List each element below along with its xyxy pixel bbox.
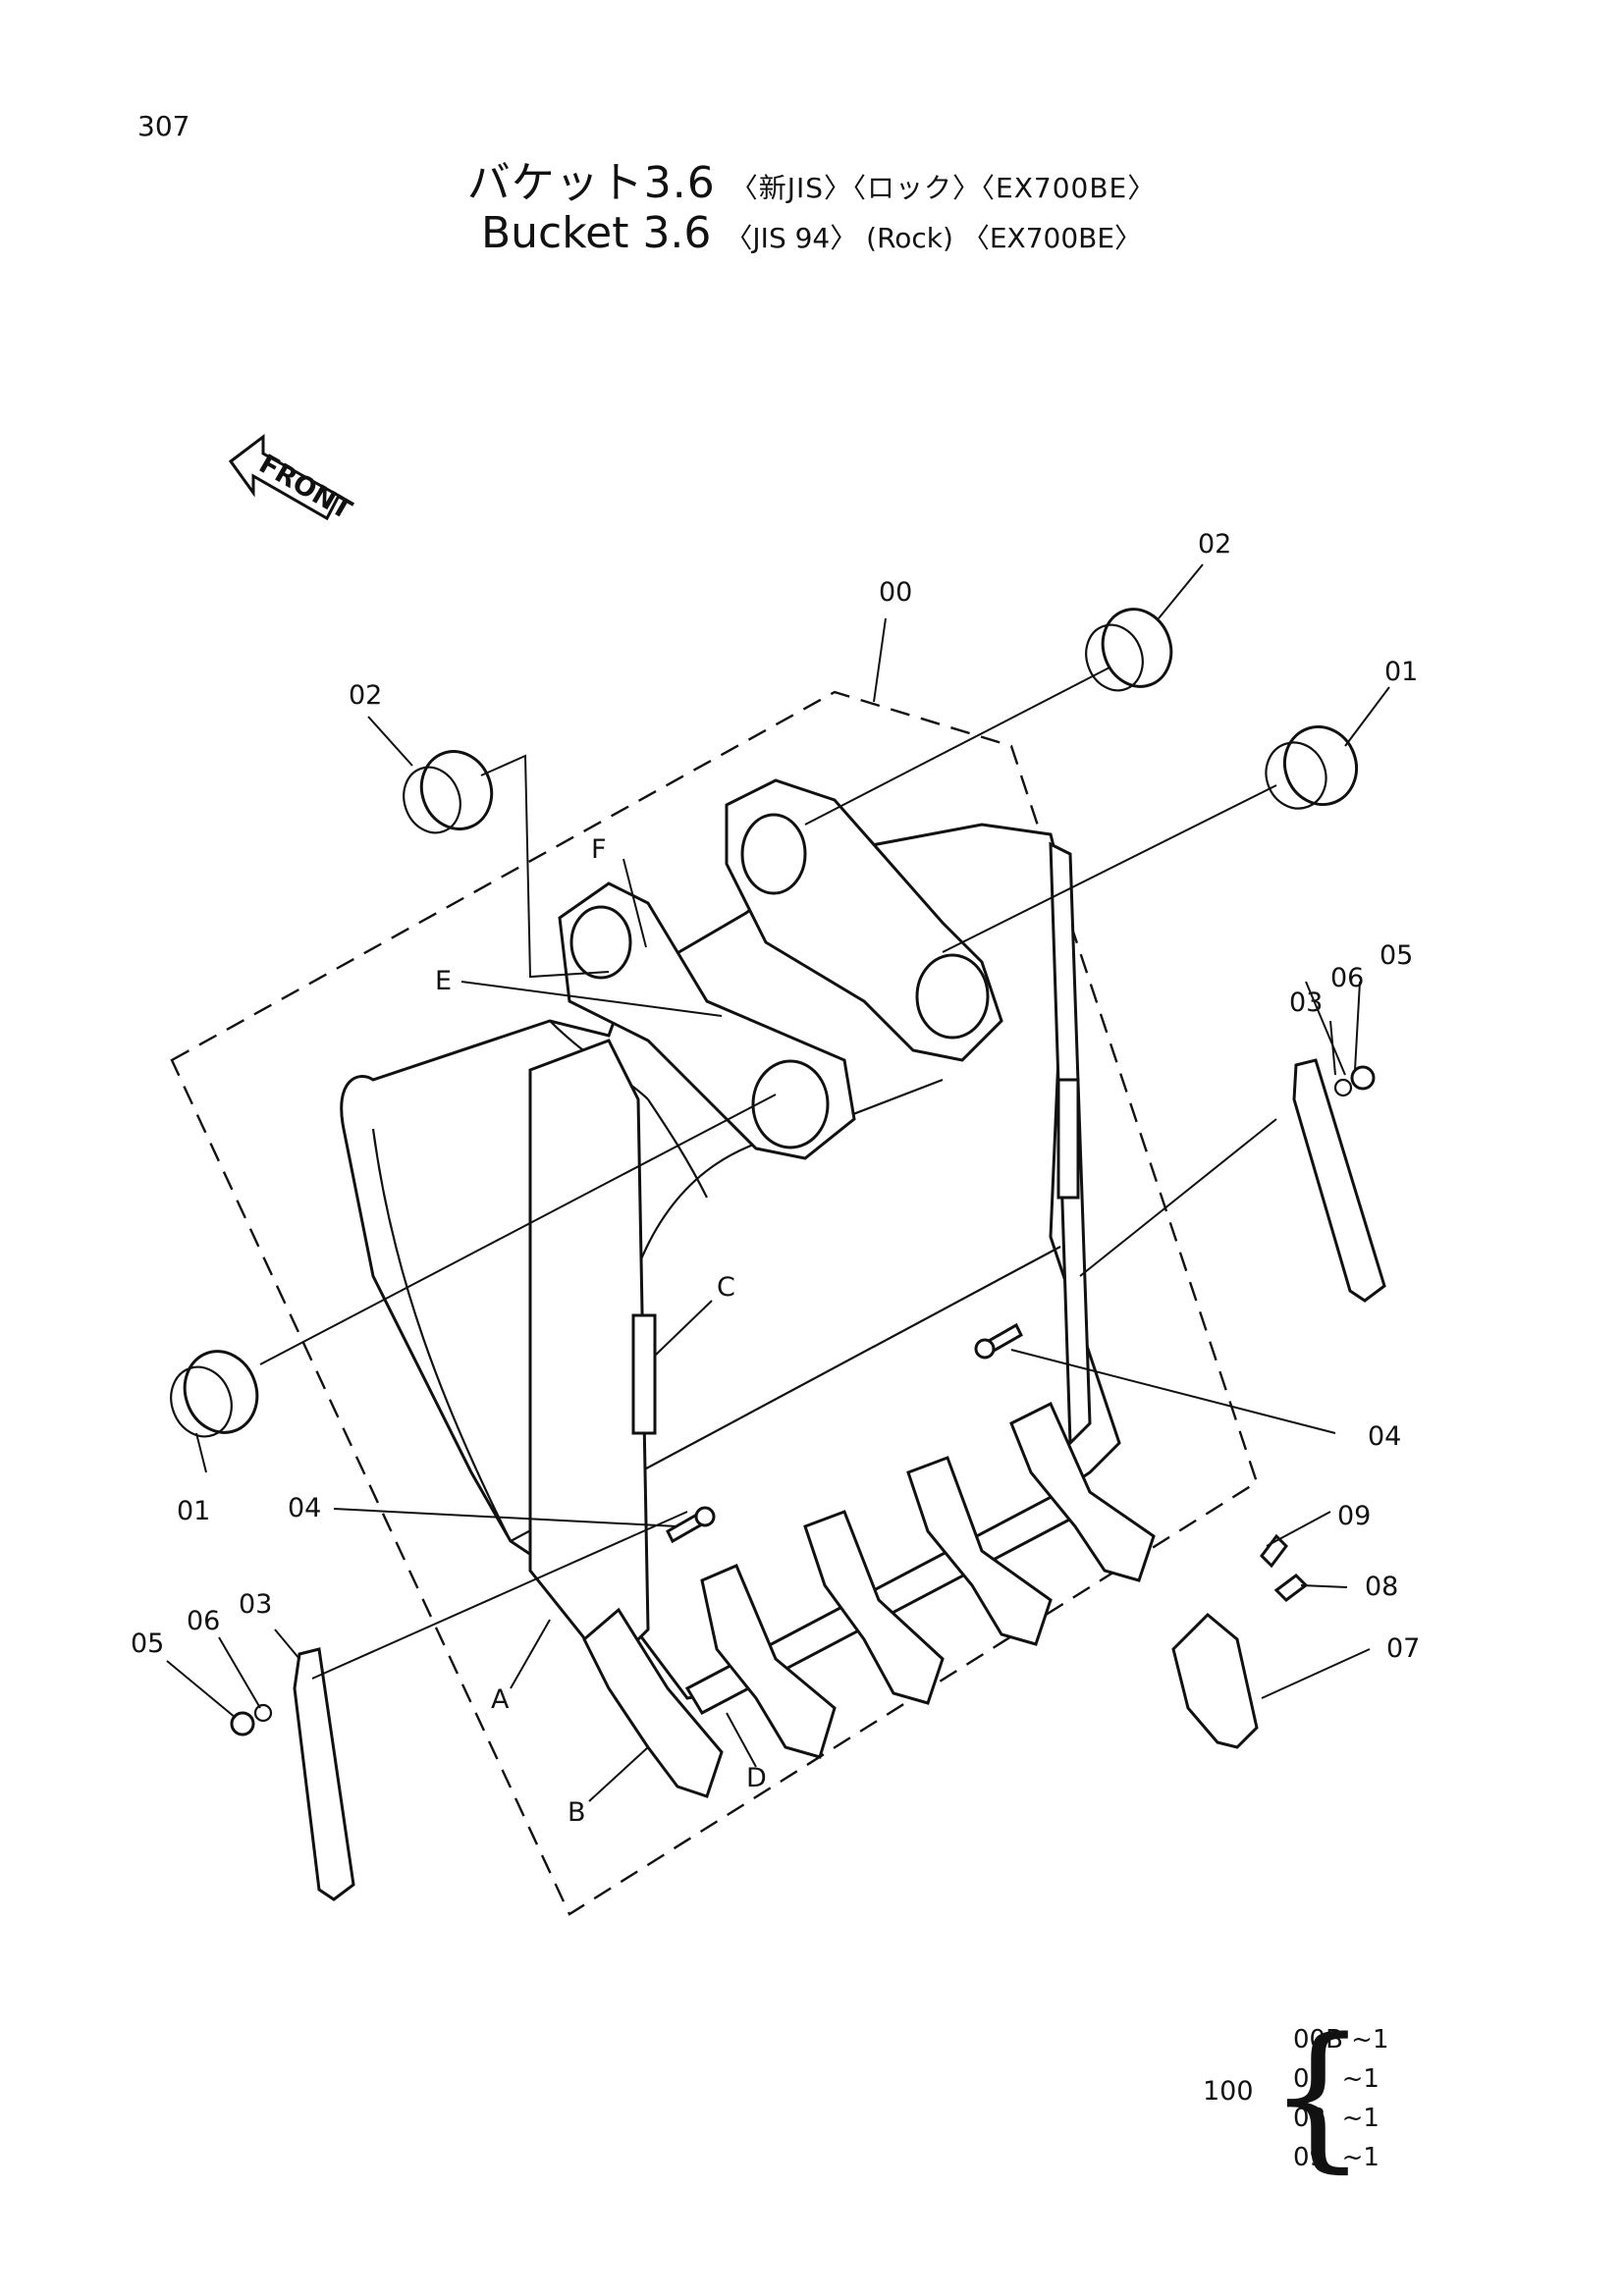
- front-arrow-label: FRONT: [254, 449, 357, 526]
- callout-F: F: [591, 834, 607, 865]
- pin-08: [1273, 1574, 1309, 1602]
- title-english: Bucket 3.6 〈JIS 94〉 (Rock) 〈EX700BE〉: [0, 208, 1623, 258]
- side-cutter-right: [1292, 1058, 1386, 1303]
- assembly-boundary: [170, 690, 1259, 1916]
- lock-09: [1260, 1533, 1288, 1569]
- page-number: 307: [137, 110, 190, 142]
- kit-item: 08 ~1: [1293, 2104, 1380, 2133]
- bolt-04-right: [974, 1322, 1023, 1360]
- nut-05-right: [1350, 1065, 1376, 1091]
- kit-item: 07 ~1: [1293, 2064, 1380, 2094]
- kit-item: 09 ~1: [1293, 2143, 1380, 2172]
- washer-06-right: [1333, 1078, 1353, 1097]
- callout-B: B: [568, 1797, 586, 1828]
- callout-07: 07: [1386, 1633, 1420, 1664]
- kit-item: 00B ~1: [1293, 2025, 1389, 2055]
- tooth-2: [700, 1564, 837, 1759]
- callout-09: 09: [1337, 1501, 1371, 1531]
- title-en-main: Bucket 3.6: [480, 208, 712, 258]
- callout-05-right: 05: [1380, 940, 1413, 971]
- callout-E: E: [435, 966, 452, 996]
- callout-06-left: 06: [187, 1606, 220, 1636]
- bushing-02-top: [1085, 608, 1173, 692]
- title-en-sub: 〈JIS 94〉 (Rock) 〈EX700BE〉: [725, 222, 1143, 254]
- callout-05-left: 05: [131, 1629, 164, 1659]
- front-arrow-icon: FRONT: [228, 433, 357, 526]
- tooth-07: [1171, 1612, 1259, 1749]
- bushing-02-left: [403, 750, 494, 834]
- callout-D: D: [746, 1763, 767, 1793]
- kit-quantity: 100: [1203, 2076, 1254, 2107]
- tooth-row: [582, 1401, 1156, 1798]
- callout-C: C: [717, 1272, 735, 1303]
- callout-01-top: 01: [1384, 657, 1418, 687]
- bolt-04-left: [666, 1506, 716, 1544]
- callout-08: 08: [1365, 1572, 1398, 1602]
- callout-04-right: 04: [1368, 1421, 1401, 1452]
- title-ja-sub: 〈新JIS〉〈ロック〉〈EX700BE〉: [730, 172, 1157, 204]
- callout-01-left: 01: [177, 1496, 210, 1526]
- callout-00: 00: [879, 577, 912, 608]
- callout-04-left: 04: [288, 1493, 321, 1523]
- tooth-3: [803, 1510, 945, 1705]
- tooth-1: [582, 1607, 724, 1798]
- callout-03-left: 03: [239, 1589, 272, 1620]
- side-cutter-left: [293, 1647, 355, 1901]
- callout-06-right: 06: [1330, 963, 1364, 993]
- washer-06-left: [253, 1703, 273, 1723]
- brace-icon: {: [1268, 2003, 1368, 2187]
- bushing-01-top: [1265, 724, 1358, 810]
- bushing-01-left: [170, 1350, 259, 1438]
- title-japanese: バケット3.6 〈新JIS〉〈ロック〉〈EX700BE〉: [0, 147, 1623, 210]
- title-ja-main: バケット3.6: [466, 158, 716, 208]
- nut-05-left: [230, 1711, 255, 1736]
- callout-02-left: 02: [349, 680, 382, 711]
- kit-contents: 100 { 00B ~1 07 ~1 08 ~1 09 ~1: [1203, 2017, 1438, 2184]
- tooth-5: [1009, 1401, 1156, 1582]
- leader-lines: [166, 563, 1390, 1802]
- boss-plate-left: [558, 881, 856, 1160]
- callout-02-top: 02: [1198, 529, 1231, 560]
- boss-plate-right: [725, 778, 1003, 1062]
- callout-A: A: [491, 1684, 510, 1715]
- tooth-4: [906, 1456, 1053, 1646]
- callout-03-right: 03: [1289, 988, 1323, 1018]
